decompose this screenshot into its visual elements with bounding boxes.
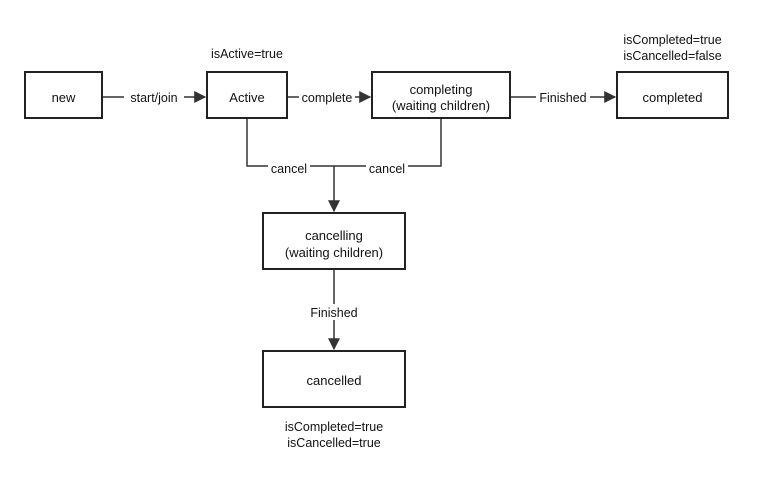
note-completed-line-1: isCompleted=true [623, 33, 721, 47]
edge-label-start-join: start/join [124, 89, 184, 105]
edge-cancel-merge [246, 119, 442, 167]
svg-text:Active: Active [229, 90, 264, 105]
svg-text:completed: completed [643, 90, 703, 105]
state-cancelling: cancelling (waiting children) [262, 212, 406, 270]
state-completing: completing (waiting children) [371, 71, 511, 119]
edge-label-complete: complete [299, 89, 355, 105]
svg-text:Finished: Finished [539, 91, 586, 105]
svg-text:cancelled: cancelled [307, 373, 362, 388]
state-completed: completed [616, 71, 729, 119]
edge-label-finished-top: Finished [536, 89, 590, 105]
svg-text:cancel: cancel [271, 162, 307, 176]
state-active: Active [206, 71, 288, 119]
svg-text:(waiting children): (waiting children) [285, 245, 383, 260]
edge-label-finished-bottom: Finished [306, 304, 362, 320]
edge-label-cancel-right: cancel [366, 160, 408, 176]
note-completed-line-2: isCancelled=false [623, 49, 721, 63]
svg-text:cancel: cancel [369, 162, 405, 176]
svg-text:complete: complete [302, 91, 353, 105]
svg-text:(waiting children): (waiting children) [392, 98, 490, 113]
svg-text:new: new [52, 90, 76, 105]
svg-text:Finished: Finished [310, 306, 357, 320]
svg-text:start/join: start/join [130, 91, 177, 105]
note-active: isActive=true [211, 47, 283, 61]
note-cancelled-line-1: isCompleted=true [285, 420, 383, 434]
svg-text:completing: completing [410, 82, 473, 97]
note-cancelled-line-2: isCancelled=true [287, 436, 381, 450]
edge-label-cancel-left: cancel [268, 160, 310, 176]
state-cancelled: cancelled [262, 350, 406, 408]
state-new: new [24, 71, 103, 119]
svg-text:cancelling: cancelling [305, 228, 363, 243]
